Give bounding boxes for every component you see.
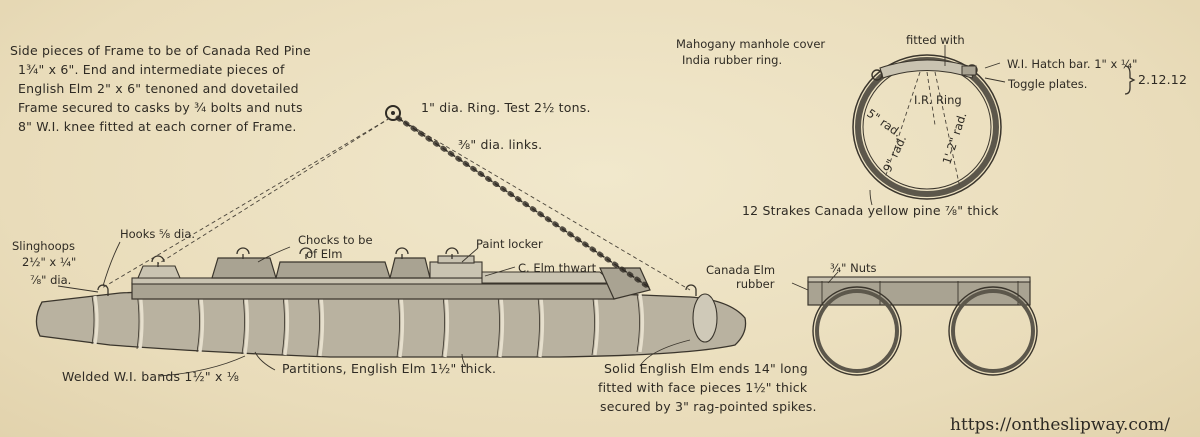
chocks-label-1: Chocks to be <box>298 233 373 247</box>
right-cask-section <box>948 286 1038 376</box>
hooks <box>97 247 697 296</box>
hooks-label: Hooks ⅝ dia. <box>120 227 195 241</box>
frame-end-block-left <box>137 265 181 279</box>
ring-label: 1" dia. Ring. Test 2½ tons. <box>421 100 591 115</box>
frame-spec-line-5: 8" W.I. knee fitted at each corner of Fr… <box>18 119 297 134</box>
nuts-label: ¾" Nuts <box>830 261 876 275</box>
toggle-plate <box>961 65 977 76</box>
strakes-label: 12 Strakes Canada yellow pine ⅞" thick <box>742 203 999 218</box>
frame-spec-line-3: English Elm 2" x 6" tenoned and dovetail… <box>18 81 299 96</box>
welded-bands-label: Welded W.I. bands 1½" x ⅛ <box>62 369 239 384</box>
chocks-label-2: of Elm <box>306 247 342 261</box>
solid-ends-label-1: Solid English Elm ends 14" long <box>604 361 808 376</box>
partitions-label: Partitions, English Elm 1½" thick. <box>282 361 496 376</box>
solid-ends-label-3: secured by 3" rag-pointed spikes. <box>600 399 817 414</box>
rad-1-2-label: 1'-2" rad. <box>940 111 970 166</box>
frame-end-view <box>791 271 1038 376</box>
cask-end-cap <box>692 293 718 343</box>
rad-9-label: 9" rad. <box>880 133 909 174</box>
links-label: ⅜" dia. links. <box>458 137 542 152</box>
cask-raft-elevation <box>35 105 747 377</box>
thwart-label: C. Elm thwart <box>518 261 597 275</box>
date-label: 2.12.12 <box>1138 72 1187 87</box>
hatch-bar-label: W.I. Hatch bar. 1" x ¼" <box>1007 57 1137 71</box>
frame-end-block-right <box>599 267 651 300</box>
slinghoops-label-3: ⅞" dia. <box>30 273 71 287</box>
ir-ring-label: I.R. Ring <box>914 93 962 107</box>
manhole-cover <box>879 59 976 79</box>
paint-locker-box <box>429 261 483 279</box>
sling-line-left-inner <box>157 117 391 265</box>
fitted-with-label: fitted with <box>906 33 965 47</box>
chock-middle <box>275 261 391 279</box>
chock-right <box>389 257 431 279</box>
frame-spec-line-1: Side pieces of Frame to be of Canada Red… <box>10 43 311 58</box>
manhole-label-1: Mahogany manhole cover <box>676 37 825 51</box>
frame-spec-line-4: Frame secured to casks by ¾ bolts and nu… <box>18 100 303 115</box>
paint-locker-label: Paint locker <box>476 237 543 251</box>
leader-lines <box>57 241 691 377</box>
solid-ends-label-2: fitted with face pieces 1½" thick <box>598 380 808 395</box>
rubber-label: rubber <box>736 277 775 291</box>
left-cask-section <box>812 286 902 376</box>
canada-elm-label: Canada Elm <box>706 263 775 277</box>
slinghoops-label-2: 2½" x ¼" <box>22 255 76 269</box>
lifting-ring <box>385 105 401 121</box>
slinghoops-label-1: Slinghoops <box>12 239 75 253</box>
frame-spec-line-2: 1¾" x 6". End and intermediate pieces of <box>18 62 285 77</box>
cask-cross-section <box>852 44 1136 206</box>
frame-side-piece <box>131 282 615 300</box>
chock-left <box>211 257 277 279</box>
sling-line-right <box>397 117 691 291</box>
watermark-url[interactable]: https://ontheslipway.com/ <box>950 415 1170 435</box>
annotations: Side pieces of Frame to be of Canada Red… <box>10 33 1187 414</box>
toggle-label: Toggle plates. <box>1007 77 1087 91</box>
manhole-label-2: India rubber ring. <box>682 53 782 67</box>
